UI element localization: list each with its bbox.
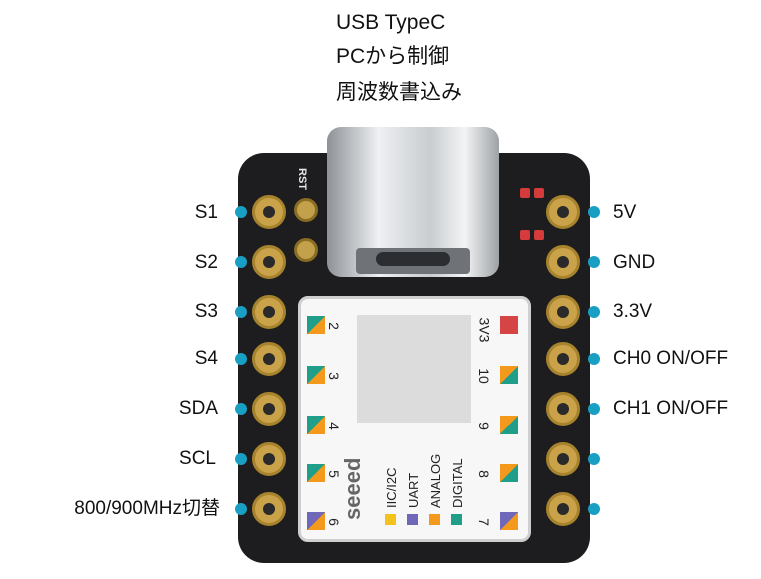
pad-left-2 — [252, 245, 286, 279]
pin-dot-left — [235, 256, 247, 268]
pad-left-4 — [252, 342, 286, 376]
pad-right-7 — [546, 492, 580, 526]
pin-dot-right — [588, 306, 600, 318]
pin-dot-right — [588, 353, 600, 365]
pin-number-right: 7 — [475, 518, 492, 526]
pad-right-5 — [546, 392, 580, 426]
pin-dot-left — [235, 206, 247, 218]
pad-right-3 — [546, 295, 580, 329]
pin-label-s3: S3 — [194, 301, 218, 322]
pad-right-4 — [546, 342, 580, 376]
pin-marker — [307, 366, 325, 384]
legend-uart: UART — [406, 472, 421, 508]
usb-connector-slot — [376, 252, 450, 266]
legend-swatch-digital — [451, 514, 462, 525]
pin-dot-right — [588, 503, 600, 515]
pin-number-left: 4 — [325, 422, 342, 430]
pin-label-ch0: CH0 ON/OFF — [613, 348, 729, 369]
pin-label-gnd: GND — [613, 252, 656, 273]
pin-number-left: 6 — [325, 518, 342, 526]
usb-label-line2: PCから制御 — [336, 45, 450, 68]
pin-marker — [500, 366, 518, 384]
legend-swatch-analog — [429, 514, 440, 525]
pin-number-right: 3V3 — [476, 317, 493, 343]
pad-left-7 — [252, 492, 286, 526]
pin-marker — [307, 512, 325, 530]
pin-label-band-switch: 800/900MHz切替 — [74, 498, 220, 519]
legend-swatch-iic — [385, 514, 396, 525]
pin-dot-right — [588, 206, 600, 218]
pin-dot-left — [235, 306, 247, 318]
pin-dot-left — [235, 503, 247, 515]
pin-marker — [307, 316, 325, 334]
pin-label-3v3: 3.3V — [613, 301, 653, 322]
pad-left-3 — [252, 295, 286, 329]
pin-label-5v: 5V — [613, 202, 637, 223]
pin-label-sda: SDA — [178, 398, 218, 419]
led — [534, 188, 544, 198]
led — [520, 188, 530, 198]
pad-left-1 — [252, 195, 286, 229]
pin-dot-left — [235, 403, 247, 415]
pin-label-s1: S1 — [194, 202, 218, 223]
led — [520, 230, 530, 240]
pin-marker — [500, 464, 518, 482]
pin-marker — [500, 416, 518, 434]
pad-left-5 — [252, 392, 286, 426]
pin-number-left: 5 — [325, 470, 342, 478]
pin-dot-right — [588, 453, 600, 465]
pin-number-left: 2 — [325, 322, 342, 330]
pad-left-6 — [252, 442, 286, 476]
pin-label-s2: S2 — [194, 252, 218, 273]
pin-number-right: 10 — [475, 368, 492, 384]
pin-number-left: 3 — [325, 372, 342, 380]
pin-marker — [500, 512, 518, 530]
rst-label: RST — [296, 168, 308, 190]
shield-window — [357, 315, 471, 423]
legend-analog: ANALOG — [428, 453, 443, 508]
led — [534, 230, 544, 240]
pin-dot-left — [235, 353, 247, 365]
legend-digital: DIGITAL — [450, 458, 465, 508]
pin-dot-right — [588, 403, 600, 415]
legend-iic: IIC/I2C — [384, 467, 399, 508]
test-hole — [294, 238, 318, 262]
pin-label-ch1: CH1 ON/OFF — [613, 398, 729, 419]
pad-right-6 — [546, 442, 580, 476]
pad-right-2 — [546, 245, 580, 279]
pin-marker — [307, 416, 325, 434]
pin-dot-right — [588, 256, 600, 268]
pin-number-right: 8 — [475, 470, 492, 478]
pin-marker — [500, 316, 518, 334]
usb-label-line3: 周波数書込み — [336, 81, 462, 104]
pin-marker — [307, 464, 325, 482]
pad-right-1 — [546, 195, 580, 229]
usb-label-line1: USB TypeC — [336, 11, 446, 34]
pin-number-right: 9 — [475, 422, 492, 430]
pin-label-scl: SCL — [179, 448, 216, 469]
legend-swatch-uart — [407, 514, 418, 525]
seeed-logo: seeed — [340, 457, 365, 520]
pin-label-s4: S4 — [194, 348, 218, 369]
test-hole — [294, 198, 318, 222]
pin-dot-left — [235, 453, 247, 465]
